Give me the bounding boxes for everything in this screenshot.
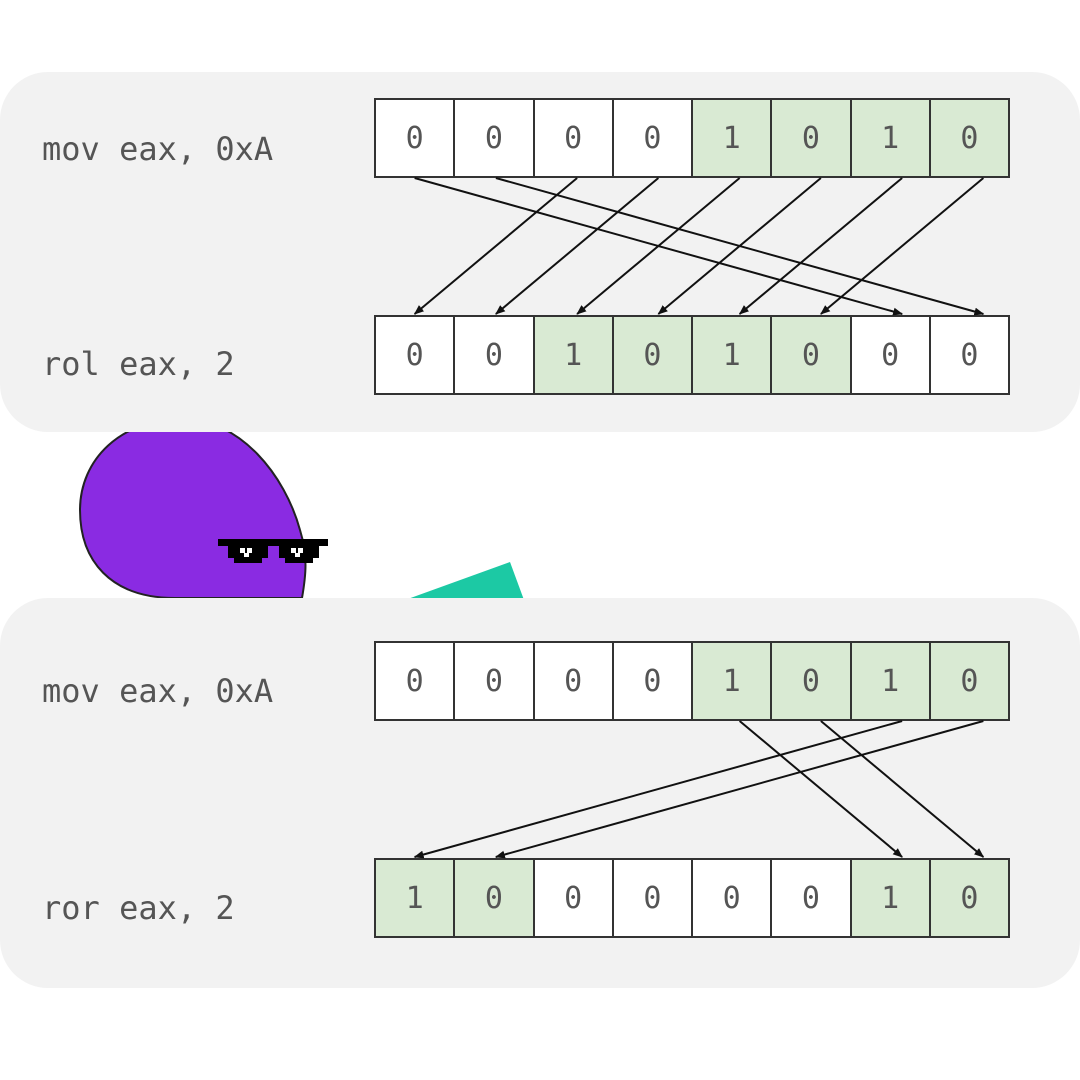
ror-source-bit-0: 0 xyxy=(374,641,456,721)
ror-source-instruction: mov eax, 0xA xyxy=(42,672,274,710)
ror-result-bit-1: 0 xyxy=(453,858,535,938)
pixel-sunglasses-icon xyxy=(218,539,328,563)
rol-result-bit-1: 0 xyxy=(453,315,535,395)
purple-head-icon xyxy=(78,417,307,599)
ror-result-instruction: ror eax, 2 xyxy=(42,889,235,927)
ror-result-bit-3: 0 xyxy=(611,858,693,938)
ror-result-bit-5: 0 xyxy=(770,858,852,938)
ror-result-bit-6: 1 xyxy=(849,858,931,938)
teal-shape xyxy=(405,562,524,600)
ror-result-bit-4: 0 xyxy=(691,858,773,938)
rol-result-bit-5: 0 xyxy=(770,315,852,395)
rol-source-bit-6: 1 xyxy=(849,98,931,178)
ror-result-bit-0: 1 xyxy=(374,858,456,938)
rol-source-bit-3: 0 xyxy=(611,98,693,178)
ror-source-bit-6: 1 xyxy=(849,641,931,721)
rol-result-bit-3: 0 xyxy=(611,315,693,395)
ror-source-bit-2: 0 xyxy=(532,641,614,721)
rol-result-bit-0: 0 xyxy=(374,315,456,395)
ror-result-bit-2: 0 xyxy=(532,858,614,938)
ror-source-bit-5: 0 xyxy=(770,641,852,721)
ror-source-bit-4: 1 xyxy=(691,641,773,721)
rol-source-bit-4: 1 xyxy=(691,98,773,178)
ror-source-bit-7: 0 xyxy=(928,641,1010,721)
ror-source-bit-1: 0 xyxy=(453,641,535,721)
rol-result-bit-4: 1 xyxy=(691,315,773,395)
rol-source-bit-7: 0 xyxy=(928,98,1010,178)
rol-result-bit-2: 1 xyxy=(532,315,614,395)
rol-result-bit-7: 0 xyxy=(928,315,1010,395)
rol-source-bit-0: 0 xyxy=(374,98,456,178)
rol-source-bit-1: 0 xyxy=(453,98,535,178)
rol-source-bit-5: 0 xyxy=(770,98,852,178)
ror-source-bit-3: 0 xyxy=(611,641,693,721)
rol-result-instruction: rol eax, 2 xyxy=(42,345,235,383)
ror-result-bit-7: 0 xyxy=(928,858,1010,938)
rol-result-bit-6: 0 xyxy=(849,315,931,395)
rol-source-instruction: mov eax, 0xA xyxy=(42,130,274,168)
rol-source-bit-2: 0 xyxy=(532,98,614,178)
